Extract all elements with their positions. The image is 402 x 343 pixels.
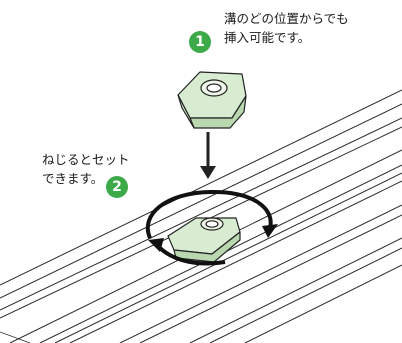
step-1-text: 溝のどの位置からでも 挿入可能です。 (224, 9, 349, 47)
rotate-clockwise-arrow-icon (145, 189, 278, 239)
rotate-clockwise-arrow-front (148, 238, 226, 266)
t-nut-upper (177, 71, 247, 129)
step-2-badge: 2 (106, 176, 128, 198)
t-nut-seated (167, 217, 241, 263)
step-1-line-1: 溝のどの位置からでも (224, 11, 349, 26)
step-2-line-2: できます。 (42, 171, 104, 186)
arrow-down-icon (200, 132, 216, 179)
step-1-line-2: 挿入可能です。 (224, 30, 311, 45)
step-1-badge: 1 (189, 31, 211, 53)
step-2-line-1: ねじるとセット (42, 152, 130, 167)
step-2-text: ねじるとセット できます。 (42, 150, 130, 188)
